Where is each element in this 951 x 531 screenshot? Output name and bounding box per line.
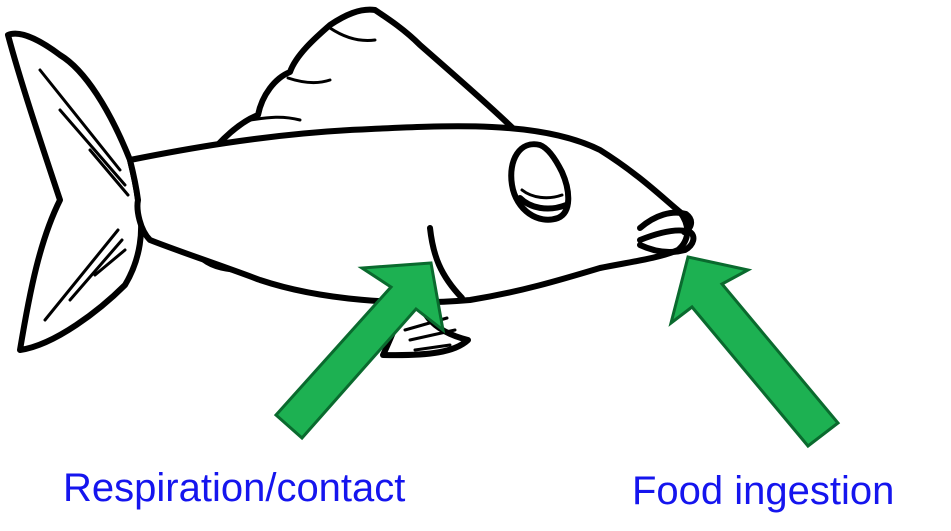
food-ingestion-label: Food ingestion (632, 471, 894, 511)
food-arrow-icon (671, 257, 838, 446)
respiration-contact-label: Respiration/contact (63, 468, 405, 508)
tail-fin (8, 34, 141, 350)
fish-icon (8, 10, 693, 355)
